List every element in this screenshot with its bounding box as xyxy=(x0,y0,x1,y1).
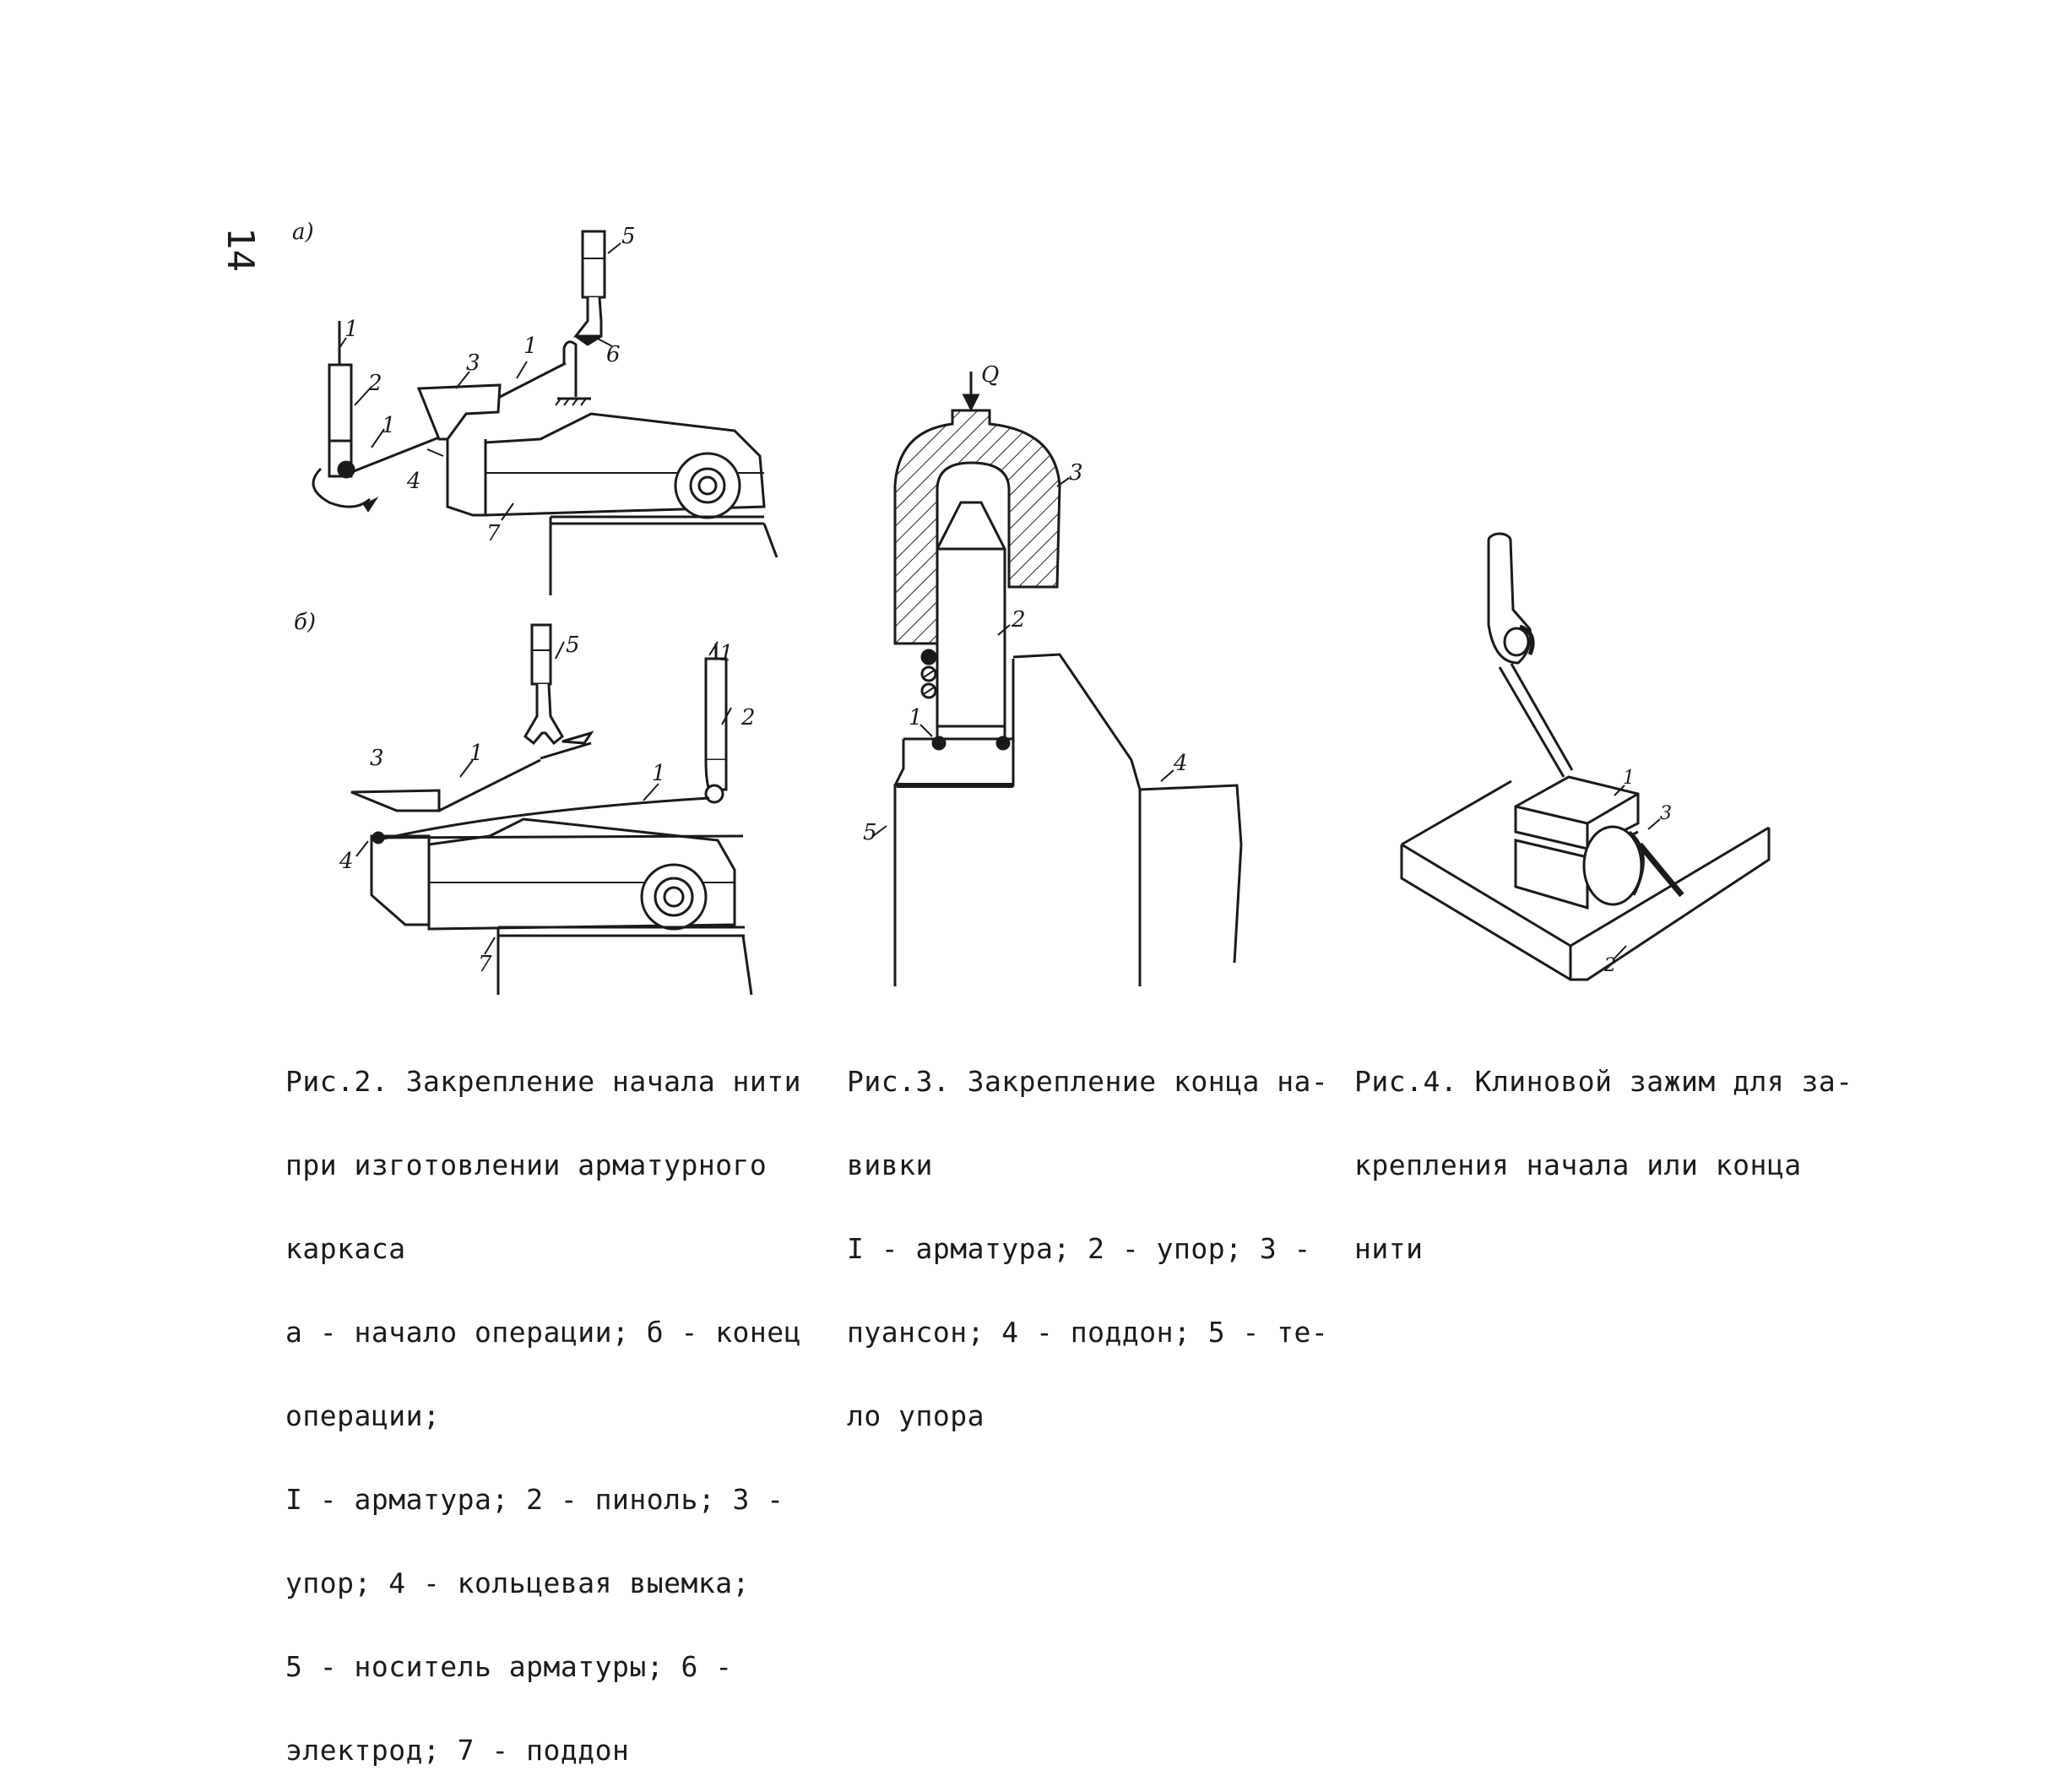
caption-line: Рис.2. Закрепление начала нити xyxy=(285,1065,802,1098)
caption-line: 5 - носитель арматуры; 6 - xyxy=(285,1650,733,1683)
figure-2-caption: Рис.2. Закрепление начала нити при изгот… xyxy=(285,1012,809,1792)
caption-line: упор; 4 - кольцевая выемка; xyxy=(285,1567,750,1599)
label-3-1: 1 xyxy=(909,705,923,730)
label-3-3: 3 xyxy=(1069,460,1083,486)
caption-line: I - арматура; 2 - пиноль; 3 - xyxy=(285,1483,784,1516)
caption-line: вивки xyxy=(847,1149,933,1181)
panel-b-label: б) xyxy=(294,610,316,635)
caption-line: Рис.4. Клиновой зажим для за- xyxy=(1354,1065,1853,1098)
caption-line: крепления начала или конца xyxy=(1354,1149,1802,1181)
label-2b-1-right: 1 xyxy=(652,761,666,786)
label-2b-5: 5 xyxy=(566,633,580,658)
label-3-5: 5 xyxy=(863,820,877,845)
label-2a-5: 5 xyxy=(621,224,636,249)
label-2b-3: 3 xyxy=(370,746,384,771)
technical-drawings: а) 1 2 1 3 1 5 6 4 7 xyxy=(292,220,1771,996)
label-2a-1-upper: 1 xyxy=(523,334,538,359)
label-2b-1-left: 1 xyxy=(469,741,484,766)
caption-line: Рис.3. Закрепление конца на- xyxy=(847,1065,1329,1098)
label-2a-6: 6 xyxy=(606,342,621,367)
caption-line: ло упора xyxy=(847,1399,985,1432)
label-2a-4: 4 xyxy=(406,469,421,494)
label-3-Q: Q xyxy=(981,362,999,388)
label-4-2: 2 xyxy=(1603,955,1616,976)
figure-2a-drawing xyxy=(312,230,778,595)
label-3-4: 4 xyxy=(1173,751,1188,776)
label-4-1: 1 xyxy=(1623,768,1635,789)
figure-2a-labels: а) 1 2 1 3 1 5 6 4 7 xyxy=(292,220,636,546)
label-2b-2: 2 xyxy=(740,705,756,730)
figure-2b-drawing xyxy=(350,623,753,996)
figure-4-labels: 1 3 2 xyxy=(1603,768,1672,976)
caption-line: каркаса xyxy=(285,1232,406,1265)
figure-4-caption: Рис.4. Клиновой зажим для за- крепления … xyxy=(1354,1012,1861,1290)
figure-3-caption: Рис.3. Закрепление конца на- вивки I - а… xyxy=(847,1012,1329,1458)
label-2a-1-top: 1 xyxy=(344,317,359,342)
figure-3-labels: Q 3 2 1 4 5 xyxy=(863,362,1188,845)
figure-3-drawing xyxy=(872,372,1243,986)
label-2a-7: 7 xyxy=(486,521,501,546)
caption-line: электрод; 7 - поддон xyxy=(285,1734,630,1767)
label-2b-1-top: 1 xyxy=(719,641,734,666)
label-3-2: 2 xyxy=(1011,607,1026,633)
label-2b-4: 4 xyxy=(339,849,354,874)
label-4-3: 3 xyxy=(1660,803,1672,824)
figure-4-drawing xyxy=(1400,532,1771,981)
label-2a-2: 2 xyxy=(367,371,382,396)
caption-line: при изготовлении арматурного xyxy=(285,1149,768,1181)
caption-line: а - начало операции; б - конец xyxy=(285,1316,802,1349)
caption-line: нити xyxy=(1354,1232,1424,1265)
figure-2b-labels: б) 5 1 2 3 1 1 4 7 xyxy=(294,610,756,977)
panel-a-label: а) xyxy=(292,220,314,245)
label-2a-1-wire: 1 xyxy=(382,413,396,438)
caption-line: I - арматура; 2 - упор; 3 - xyxy=(847,1232,1311,1265)
label-2a-3: 3 xyxy=(466,350,480,376)
caption-line: операции; xyxy=(285,1399,441,1432)
caption-line: пуансон; 4 - поддон; 5 - те- xyxy=(847,1316,1329,1349)
label-2b-7: 7 xyxy=(478,952,492,977)
